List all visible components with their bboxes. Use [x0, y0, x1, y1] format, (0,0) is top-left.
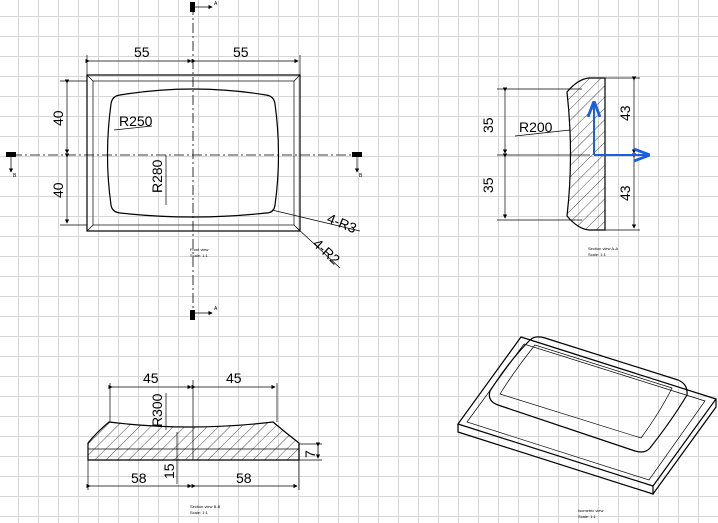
section-aa-scale: Scale: 1:1 [588, 252, 607, 257]
section-label-b-right: B [359, 173, 363, 179]
corner-line [293, 74, 301, 82]
leader-line [514, 129, 571, 137]
radius-r200: R200 [519, 119, 553, 135]
iso-dome-inner [499, 344, 673, 439]
corner-line [86, 224, 94, 232]
leader-line [295, 226, 341, 269]
dome-outline[interactable] [106, 88, 280, 218]
front-view-scale: Scale: 1:1 [190, 253, 209, 258]
dim-58-left: 58 [131, 470, 147, 486]
corner-4-r3: 4-R3 [325, 210, 359, 236]
dim-43-bottom: 43 [617, 185, 633, 201]
iso-step-edge [466, 343, 706, 481]
dim-58-right: 58 [236, 470, 252, 486]
dim-35-bottom: 35 [480, 177, 496, 193]
isometric-view[interactable]: Isometric view Scale: 1:1 [457, 336, 717, 519]
dim-15: 15 [161, 463, 177, 479]
section-marker-b-right [352, 152, 362, 157]
dim-55-right: 55 [233, 44, 249, 60]
section-marker-a-bottom [190, 310, 195, 320]
plate-outline[interactable] [86, 74, 301, 232]
section-bb-hatch[interactable] [87, 421, 300, 461]
radius-r300: R300 [149, 393, 165, 427]
radius-r250: R250 [119, 113, 153, 129]
iso-plate-side [652, 399, 717, 495]
front-view-caption: Front view [190, 247, 209, 252]
radius-r280: R280 [149, 159, 165, 193]
section-label-a-bottom: A [214, 306, 218, 312]
leader-line [271, 209, 361, 232]
front-view[interactable]: 55 55 40 40 R250 R280 4-R3 4-R2 Front vi… [12, 5, 362, 320]
iso-plate-front [457, 424, 654, 495]
corner-4-r2: 4-R2 [310, 235, 343, 267]
plate-inner-edge [92, 80, 295, 226]
dim-40-top: 40 [50, 110, 66, 126]
dim-40-bottom: 40 [50, 182, 66, 198]
iso-dome[interactable] [488, 336, 688, 453]
iso-view-scale: Scale: 1:1 [578, 514, 597, 519]
dim-45-left: 45 [143, 370, 159, 386]
section-label-a-top: A [214, 1, 218, 7]
section-aa-view[interactable]: 35 35 43 43 R200 Section view A-A Scale:… [480, 76, 648, 257]
dim-7: 7 [302, 450, 318, 458]
dim-45-right: 45 [226, 370, 242, 386]
section-marker-a-top [190, 2, 195, 12]
section-bb-caption: Section view B-B [190, 504, 221, 509]
dim-35-top: 35 [480, 117, 496, 133]
corner-line [86, 74, 94, 82]
section-bb-view[interactable]: 45 45 R300 58 58 15 7 Section view B-B S… [86, 370, 322, 515]
iso-plate-top[interactable] [457, 336, 717, 487]
dim-55-left: 55 [134, 44, 150, 60]
section-marker-b-left [6, 152, 16, 157]
leader-line [113, 125, 153, 131]
section-bb-scale: Scale: 1:1 [190, 510, 209, 515]
iso-view-caption: Isometric view [578, 508, 603, 513]
section-aa-caption: Section view A-A [588, 246, 618, 251]
section-label-b-left: B [13, 173, 17, 179]
section-markers: A A B B [6, 1, 363, 320]
dim-43-top: 43 [617, 105, 633, 121]
